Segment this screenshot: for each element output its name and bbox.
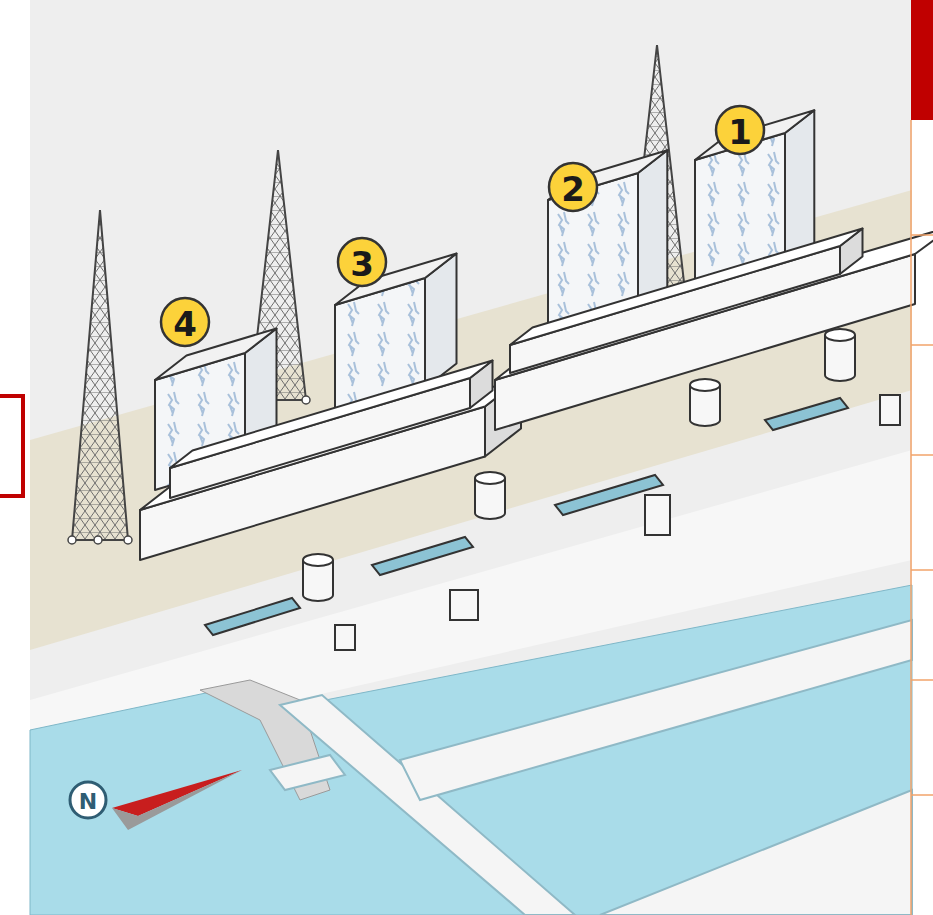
callout-number: 3 (338, 240, 386, 288)
callout-number: 2 (549, 165, 597, 213)
callout-number: 4 (161, 300, 209, 348)
callout-number: 1 (716, 108, 764, 156)
compass-letter: N (70, 783, 106, 819)
